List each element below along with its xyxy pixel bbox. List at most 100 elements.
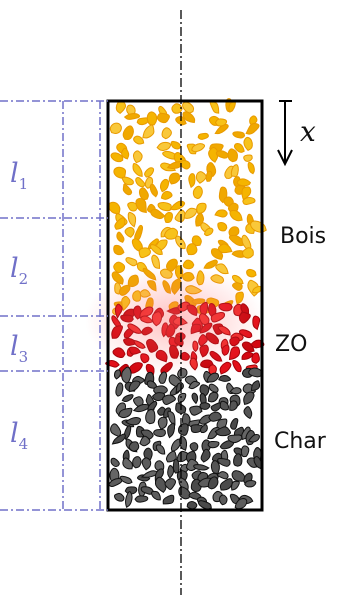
char-particle <box>199 402 211 410</box>
wood-particle <box>191 143 206 153</box>
char-particle <box>114 492 125 502</box>
char-particle <box>128 441 140 452</box>
wood-particle <box>170 140 182 150</box>
char-particle <box>110 457 120 468</box>
wood-particle <box>168 172 181 185</box>
wood-particle <box>203 259 218 269</box>
char-particle <box>217 458 231 467</box>
wood-particle <box>203 227 214 237</box>
wood-particle <box>132 162 143 177</box>
wood-particle <box>182 111 196 124</box>
wood-particle <box>245 122 260 135</box>
wood-particle <box>227 148 238 163</box>
char-particle <box>229 387 242 395</box>
char-particle <box>214 426 231 437</box>
wood-particle <box>122 125 134 140</box>
wood-particle <box>144 167 155 178</box>
char-particle <box>125 491 133 508</box>
wood-particle <box>132 150 143 164</box>
char-particle <box>157 416 168 430</box>
char-particle <box>210 402 222 412</box>
char-particle <box>134 495 149 503</box>
char-particle <box>218 374 232 382</box>
char-particle <box>219 400 229 411</box>
wood-particle <box>182 101 195 114</box>
wood-particle <box>191 235 202 247</box>
zone-label-zo: ZO <box>275 332 307 357</box>
wood-particle <box>121 176 134 186</box>
wood-particle <box>241 247 254 259</box>
wood-particle <box>217 222 228 232</box>
wood-particle <box>229 209 243 222</box>
char-particle <box>189 405 203 416</box>
char-particle <box>111 433 126 445</box>
wood-particle <box>114 217 126 230</box>
char-particle <box>122 457 133 470</box>
wood-particle <box>214 209 228 218</box>
char-particle <box>200 448 211 463</box>
char-particle <box>219 478 233 491</box>
wood-particle <box>123 112 141 120</box>
char-particle <box>231 470 246 482</box>
wood-particle <box>243 154 253 162</box>
char-particle <box>207 476 219 490</box>
char-particle <box>207 440 220 449</box>
wood-particle <box>175 235 186 250</box>
char-particle <box>145 408 156 425</box>
char-particle <box>188 380 201 390</box>
wood-particle <box>236 178 252 187</box>
wood-particle <box>195 171 207 184</box>
wood-particle <box>228 226 240 237</box>
wood-particle <box>157 202 172 212</box>
wood-particle <box>138 187 149 201</box>
char-particle <box>167 422 176 439</box>
wood-particle <box>242 197 256 205</box>
char-particle <box>234 498 248 510</box>
char-particle <box>206 372 220 383</box>
wood-particle <box>164 211 174 223</box>
char-particle <box>231 480 240 491</box>
wood-particle <box>109 122 122 134</box>
wood-particle <box>233 143 245 153</box>
wood-particle <box>156 141 172 152</box>
wood-particle <box>228 234 245 247</box>
wood-particle <box>186 243 198 256</box>
oxidation-glow <box>85 265 265 375</box>
char-particle <box>121 366 132 385</box>
char-particle <box>154 460 165 472</box>
wood-particle <box>217 243 233 254</box>
char-particle <box>140 470 159 478</box>
wood-particle <box>251 285 263 294</box>
wood-particle <box>232 131 246 139</box>
char-particle <box>128 380 141 393</box>
char-particle <box>247 433 260 443</box>
char-particle <box>151 490 161 501</box>
wood-particle <box>113 244 125 256</box>
char-particle <box>199 424 208 434</box>
wood-particle <box>214 118 228 127</box>
char-particle <box>107 477 123 487</box>
wood-particle <box>215 150 230 159</box>
length-label-l3: l3 <box>10 331 28 366</box>
wood-particle <box>138 247 151 259</box>
wood-particle <box>127 201 138 212</box>
char-particle <box>177 392 187 404</box>
wood-particle <box>113 261 126 274</box>
wood-particle <box>249 115 258 126</box>
wood-particle <box>133 135 145 145</box>
char-particle <box>230 417 239 430</box>
char-particle <box>170 438 182 452</box>
dimension-lines <box>0 100 108 511</box>
char-particle <box>240 445 250 458</box>
char-particle <box>139 435 151 447</box>
reactor-tube <box>106 99 264 512</box>
wood-particle <box>171 103 183 114</box>
char-particle <box>118 407 133 419</box>
char-particle <box>193 464 210 471</box>
wood-particle <box>160 190 173 200</box>
wood-particle <box>122 183 133 196</box>
char-particle <box>132 456 142 469</box>
char-particle <box>153 428 166 438</box>
char-particle <box>216 471 229 480</box>
